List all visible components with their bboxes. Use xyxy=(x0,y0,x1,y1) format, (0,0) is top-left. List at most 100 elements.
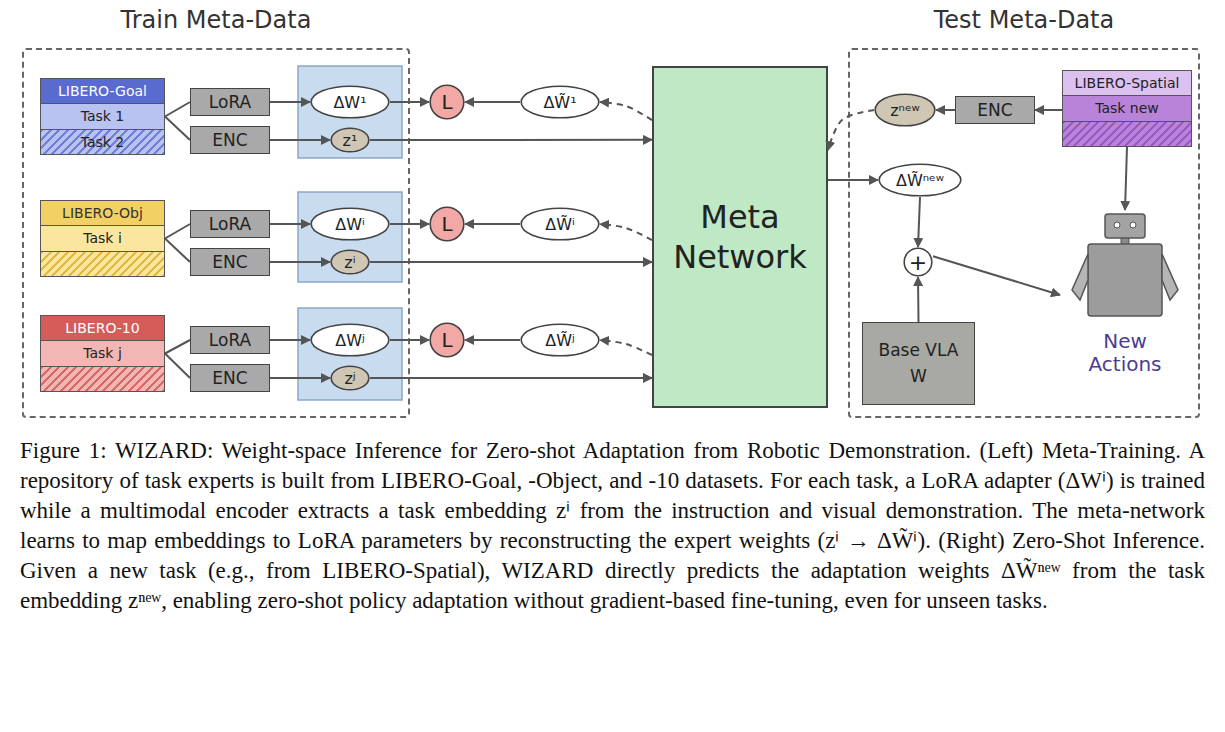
meta-data-panel: LIBERO-GoalTask 1Task 2LoRAENCΔW¹z¹LLIBE… xyxy=(22,48,410,418)
dataset-stack: LIBERO-SpatialTask new xyxy=(1062,70,1192,147)
encoder-box: ENC xyxy=(190,248,270,276)
box-label: Base VLA xyxy=(879,338,959,364)
box-label: W xyxy=(910,364,927,390)
flow-arrow xyxy=(165,102,190,117)
oval-shape xyxy=(875,94,935,126)
dataset-header: LIBERO-Spatial xyxy=(1063,71,1191,96)
meta-network-box: Meta Network xyxy=(652,66,828,408)
oval-shape xyxy=(311,324,389,356)
oval-label: zⁿᵉʷ xyxy=(890,101,920,120)
flow-arrow xyxy=(165,340,190,354)
dataset-header: LIBERO-10 xyxy=(41,316,164,341)
box-label: LoRA xyxy=(209,92,251,112)
flow-arrow xyxy=(270,377,330,379)
oval-shape xyxy=(311,208,389,240)
flow-arrow xyxy=(390,101,429,103)
meta-data-panel: zⁿᵉʷ ENC LIBERO-SpatialTask newΔW̃ⁿᵉʷ + Base… xyxy=(848,48,1200,418)
flow-arrow xyxy=(165,224,190,239)
oval-label: ΔW̃ⁱ xyxy=(545,215,575,234)
robot-illustration xyxy=(1072,214,1178,316)
box-label: ENC xyxy=(977,100,1012,120)
loss-circle: L xyxy=(429,206,465,242)
box-label: LoRA xyxy=(209,330,251,350)
robot-icon: New Actions xyxy=(1060,210,1190,380)
oval-label: ΔW¹ xyxy=(333,93,366,112)
robot-body xyxy=(1088,244,1162,316)
flow-arrow xyxy=(165,354,190,379)
flow-arrow xyxy=(370,261,652,263)
dashed-flow-arrow xyxy=(828,110,874,150)
flow-arrow xyxy=(918,197,920,247)
robot-eye xyxy=(1114,222,1120,228)
oval-label: z¹ xyxy=(343,131,358,150)
oval-shape xyxy=(521,208,599,240)
dashed-flow-arrow xyxy=(600,102,652,120)
oval-label: ΔWʲ xyxy=(335,331,365,350)
task-row: Task j xyxy=(41,341,164,366)
flow-arrow xyxy=(165,117,190,141)
panel-heading: Test Meta-Data xyxy=(850,6,1198,34)
predicted-weight-oval: ΔW̃¹ xyxy=(520,85,600,119)
loss-circle: L xyxy=(429,322,465,358)
oval-shape xyxy=(430,85,464,119)
flow-arrow xyxy=(390,339,429,341)
oval-shape xyxy=(521,324,599,356)
task-row xyxy=(1063,122,1191,146)
oval-shape xyxy=(331,250,369,274)
box-label: ENC xyxy=(212,368,247,388)
flow-arrow xyxy=(828,179,878,181)
predicted-weight-oval: ΔW̃ʲ xyxy=(520,323,600,357)
task-row: Task 1 xyxy=(41,104,164,129)
flow-arrow xyxy=(1035,109,1062,111)
weight-oval: ΔW¹ xyxy=(310,85,390,119)
oval-shape xyxy=(430,207,464,241)
flow-arrow xyxy=(1125,147,1127,210)
flow-arrow xyxy=(165,239,190,263)
task-row: Task new xyxy=(1063,96,1191,121)
flow-arrow xyxy=(465,339,520,341)
weight-oval: ΔWⁱ xyxy=(310,207,390,241)
oval-shape xyxy=(521,86,599,118)
lora-box: LoRA xyxy=(190,210,270,238)
oval-shape xyxy=(331,128,369,152)
predicted-weight-oval: ΔW̃ⁱ xyxy=(520,207,600,241)
oval-shape xyxy=(430,323,464,357)
oval-label: ΔW̃ʲ xyxy=(545,331,575,350)
oval-label: zʲ xyxy=(344,369,355,388)
weight-oval: ΔWʲ xyxy=(310,323,390,357)
robot-eye xyxy=(1130,222,1136,228)
panel-heading: Train Meta-Data xyxy=(24,6,408,34)
oval-label: ΔW̃¹ xyxy=(543,93,576,112)
flow-arrow xyxy=(370,139,652,141)
embedding-oval: zʲ xyxy=(330,365,370,391)
oval-shape xyxy=(879,164,961,196)
flow-arrow xyxy=(917,277,920,322)
oval-label: ΔWⁱ xyxy=(335,215,365,234)
expert-panel xyxy=(298,308,402,400)
flow-arrow xyxy=(465,223,520,225)
flow-arrow xyxy=(270,139,330,141)
encoder-box: ENC xyxy=(190,364,270,392)
task-row xyxy=(41,252,164,276)
box-label: Meta Network xyxy=(654,197,826,277)
base-model-box: Base VLAW xyxy=(862,322,975,405)
oval-label: L xyxy=(441,212,452,236)
oval-shape xyxy=(311,86,389,118)
predicted-weight-oval: ΔW̃ⁿᵉʷ xyxy=(878,163,962,197)
box-label: ENC xyxy=(212,130,247,150)
encoder-box: ENC xyxy=(955,96,1035,124)
oval-shape xyxy=(331,366,369,390)
dataset-stack: LIBERO-GoalTask 1Task 2 xyxy=(40,78,165,155)
lora-box: LoRA xyxy=(190,88,270,116)
box-label: ENC xyxy=(212,252,247,272)
task-row xyxy=(41,367,164,391)
robot-head xyxy=(1105,214,1145,238)
embedding-oval: zⁿᵉʷ xyxy=(874,93,936,127)
sum-circle: + xyxy=(903,247,933,277)
output-label: New Actions xyxy=(1080,330,1170,376)
expert-panel xyxy=(298,192,402,282)
robot-arm xyxy=(1162,254,1178,300)
task-row: Task i xyxy=(41,226,164,251)
